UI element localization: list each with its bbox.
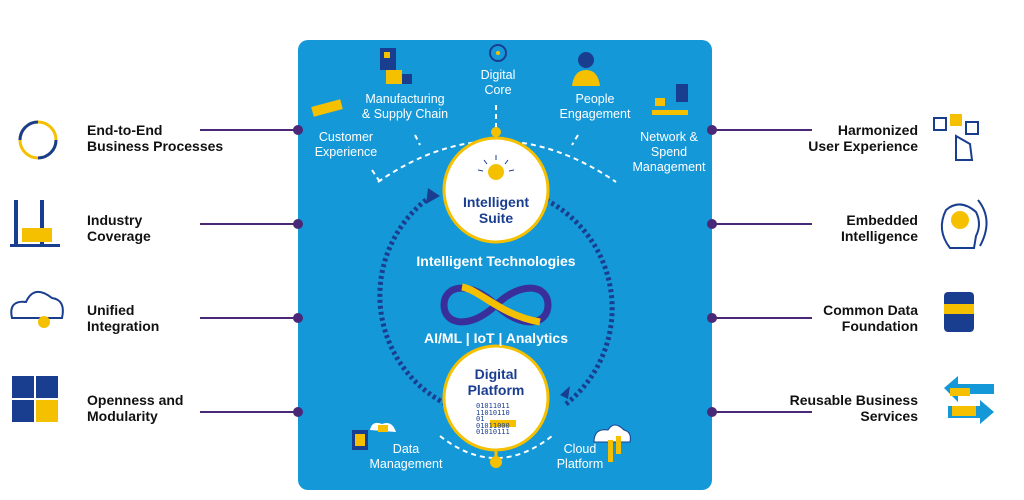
left-item-industry-coverage[interactable]: Industry Coverage — [87, 212, 151, 244]
manufacturing-label: Manufacturing & Supply Chain — [361, 92, 449, 121]
right-item-harmonized-ux[interactable]: Harmonized User Experience — [808, 122, 918, 154]
data-management-icon — [352, 422, 396, 450]
cloud-platform-label: Cloud Platform — [556, 442, 604, 471]
intelligent-suite-label: Intelligent Suite — [462, 194, 530, 226]
infinity-icon — [440, 283, 552, 326]
right-item-reusable-services[interactable]: Reusable Business Services — [789, 392, 918, 424]
globe-network-icon — [489, 44, 507, 62]
cloud-platform-icon — [593, 424, 631, 462]
puzzle-icon — [12, 376, 58, 422]
digital-core-label: Digital Core — [480, 68, 516, 97]
right-item-common-data[interactable]: Common Data Foundation — [823, 302, 918, 334]
digital-platform-label: Digital Platform — [467, 366, 525, 398]
right-item-embedded-intelligence[interactable]: Embedded Intelligence — [840, 212, 918, 244]
factory-truck-icon — [380, 48, 412, 84]
touch-screen-icon — [933, 114, 979, 161]
left-item-unified-integration[interactable]: Unified Integration — [87, 302, 160, 334]
data-management-label: Data Management — [369, 442, 443, 471]
technologies-list-label: AI/ML | IoT | Analytics — [424, 330, 568, 346]
person-icon — [572, 52, 600, 86]
people-engagement-label: People Engagement — [559, 92, 631, 121]
brain-idea-icon — [477, 155, 515, 180]
customer-experience-label: Customer Experience — [314, 130, 378, 159]
arrow-icon — [560, 386, 570, 399]
intelligent-technologies-label: Intelligent Technologies — [416, 253, 576, 269]
arrow-icon — [426, 188, 440, 204]
network-spend-icon — [652, 84, 688, 115]
left-item-end-to-end[interactable]: End-to-End Business Processes — [87, 122, 224, 154]
left-item-openness[interactable]: Openness and Modularity — [87, 392, 184, 424]
binary-code-icon: 01011011 11010110 01 01011000 01010111 — [476, 402, 510, 436]
exchange-arrows-icon — [944, 376, 994, 424]
handshake-icon — [311, 99, 343, 117]
cycle-arrows-icon — [18, 120, 58, 160]
cloud-gear-icon — [10, 291, 64, 328]
database-icon — [944, 292, 974, 332]
network-spend-label: Network & Spend Management — [632, 130, 706, 174]
head-brain-icon — [940, 199, 988, 249]
factory-icon — [10, 200, 60, 247]
